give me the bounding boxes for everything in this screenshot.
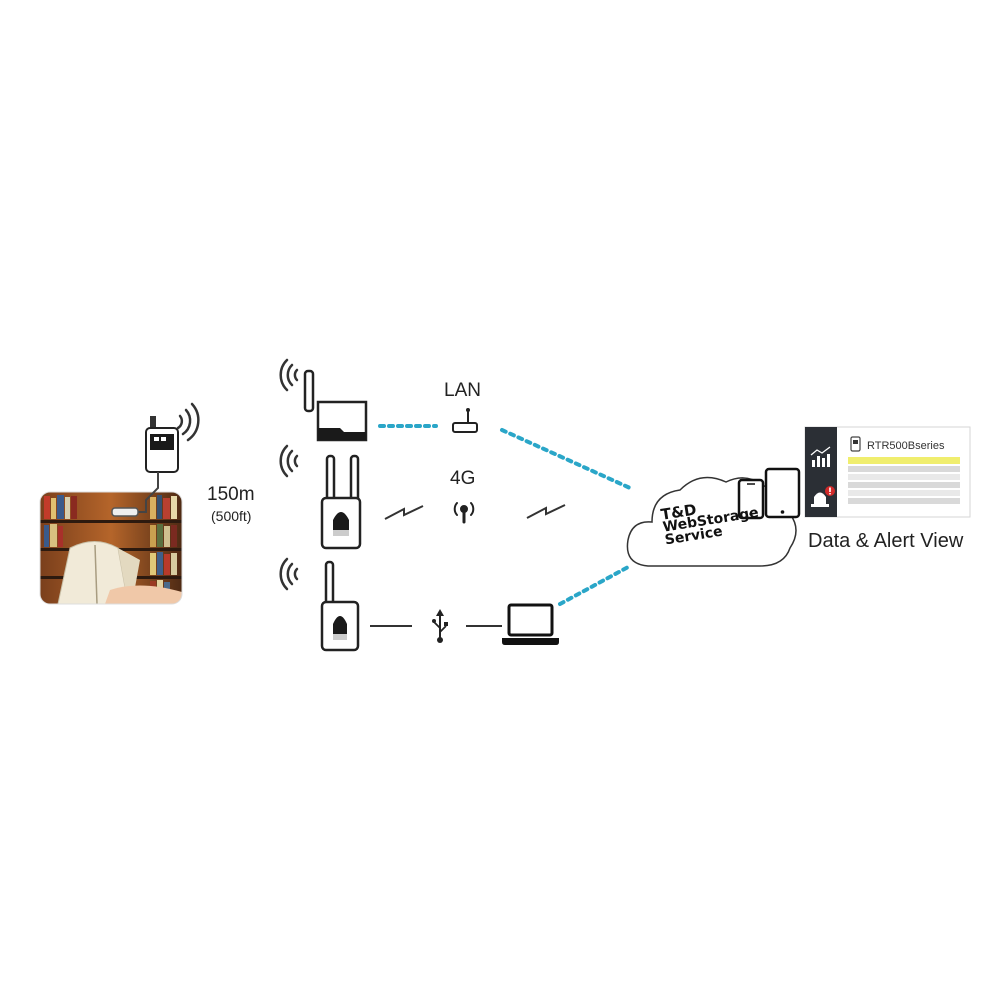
panel-rows (848, 457, 960, 504)
cellular-link (384, 504, 566, 520)
smartphone-icon (737, 478, 765, 520)
alert-icon (811, 486, 835, 507)
tablet-icon (764, 467, 801, 519)
data-logger-icon (111, 416, 179, 517)
output-label: Data & Alert View (808, 530, 964, 552)
panel-device-label: RTR500Bseries (867, 440, 945, 452)
antenna-icon (453, 502, 475, 524)
router-icon (452, 408, 478, 433)
usb-base-station-icon (279, 557, 360, 652)
laptop-icon (502, 603, 559, 645)
data-panel (804, 426, 971, 518)
4g-base-station-icon (279, 444, 362, 550)
usb-icon (432, 609, 448, 643)
cloud-links (378, 424, 632, 606)
lan-label: LAN (444, 380, 481, 401)
panel-device-icon (850, 436, 861, 452)
cellular-label: 4G (450, 468, 476, 489)
range-imperial-label: (500ft) (211, 508, 252, 524)
chart-icon (810, 446, 831, 467)
library-photo (39, 491, 183, 605)
wireless-signal-icon (176, 402, 200, 442)
range-label: 150m (207, 484, 255, 505)
lan-base-station-icon (279, 358, 368, 442)
